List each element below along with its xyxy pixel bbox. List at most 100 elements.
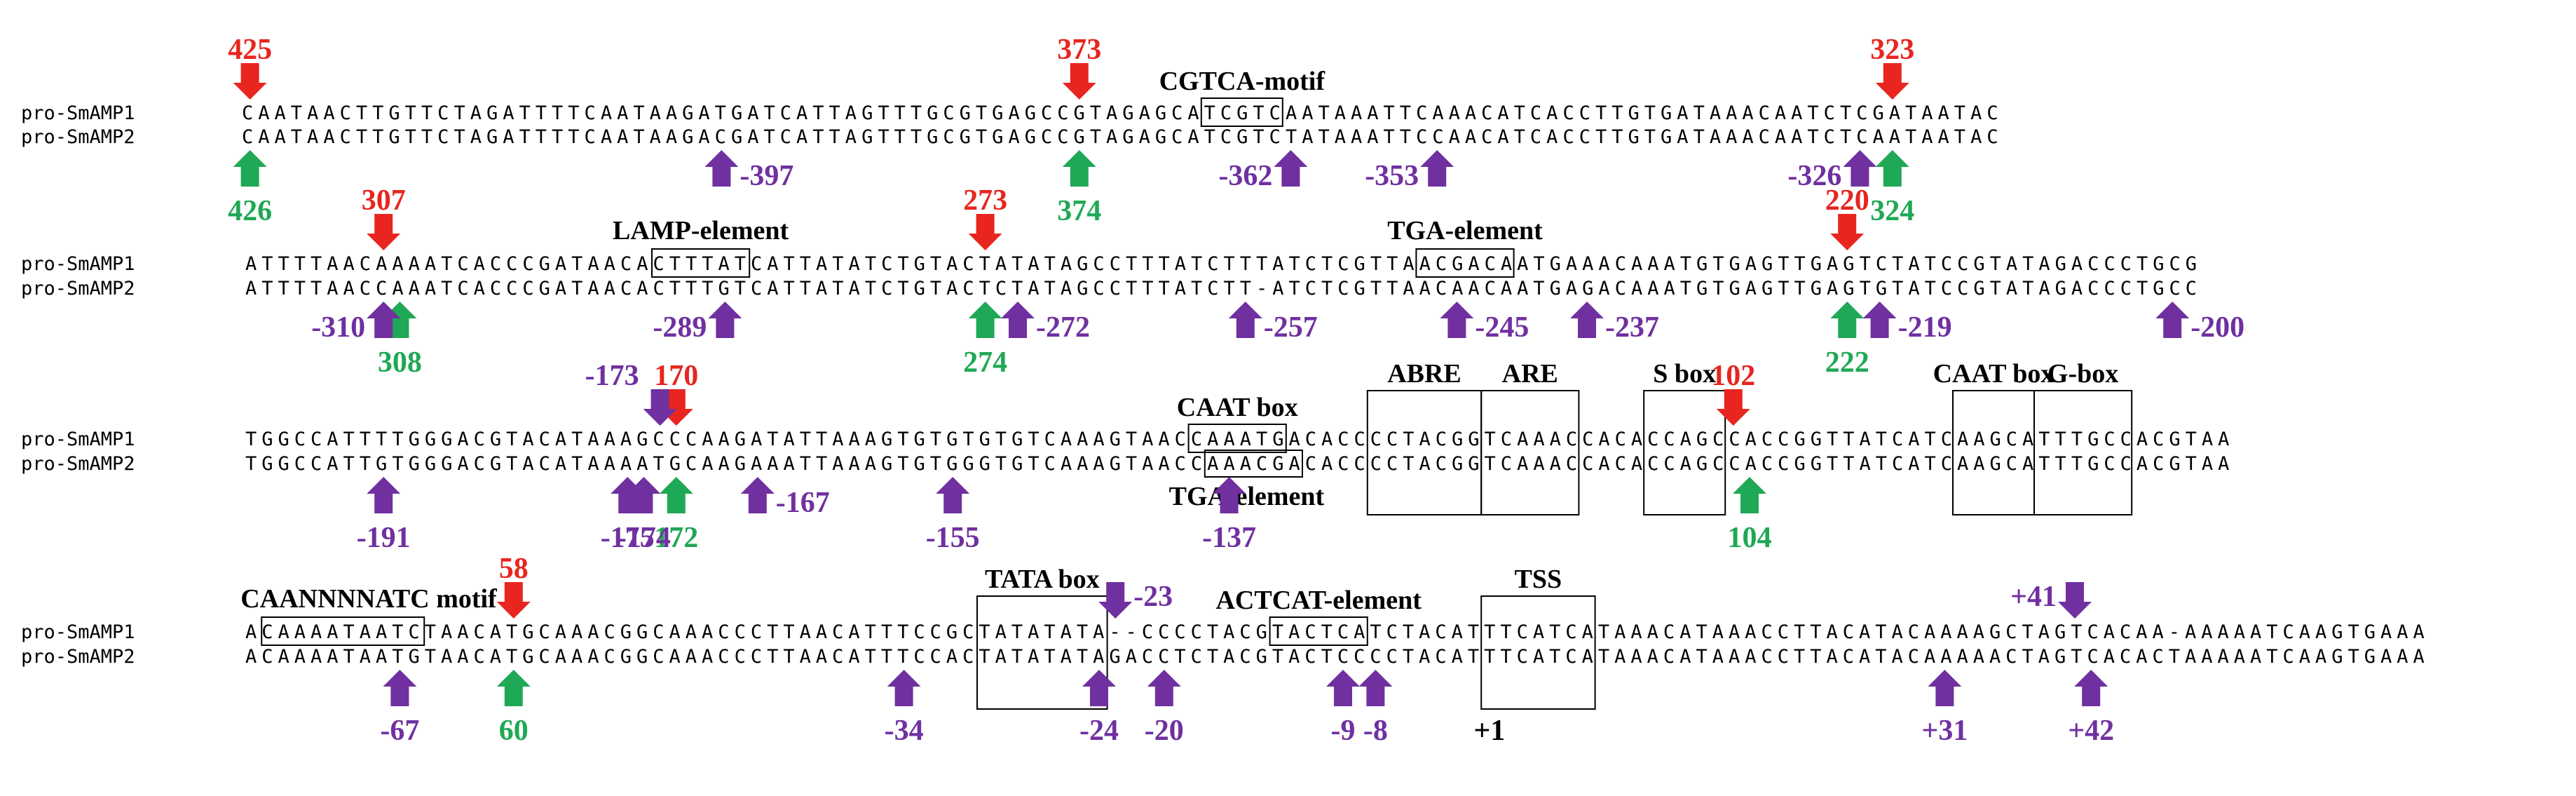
purple-position-label: -23 <box>1133 581 1173 613</box>
purple-arrow-icon <box>936 477 970 513</box>
motif-box <box>1187 424 1287 453</box>
tss-position-label: +1 <box>1473 715 1505 747</box>
purple-position-label: -155 <box>926 522 980 554</box>
purple-position-label: -175 <box>601 522 655 554</box>
green-position-label: 60 <box>499 715 529 747</box>
purple-position-label: -353 <box>1365 160 1419 192</box>
motif-label: CAAT box <box>1933 359 2054 389</box>
red-position-label: 307 <box>362 184 406 217</box>
motif-label: TATA box <box>985 565 1100 594</box>
sequence-text: TGGCCATTTTGGGACGTACATAAAGCCCAAGATATTAAAG… <box>245 429 2229 450</box>
sequence-text: ATTTTAACCAAATCACCCGATAACACTTTGTCATTATATC… <box>245 278 2197 299</box>
purple-position-label: -167 <box>776 487 830 519</box>
sequence-name-label: pro-SmAMP2 <box>21 453 135 475</box>
motif-box <box>1415 248 1515 278</box>
red-arrow-icon <box>233 63 267 100</box>
red-position-label: 373 <box>1057 34 1101 66</box>
sequence-name-label: pro-SmAMP2 <box>21 278 135 299</box>
purple-position-label: -173 <box>585 360 639 392</box>
motif-box <box>651 248 751 278</box>
sequence-text: ACAAAATAATCTAACATGCAAACGGCAAACCCTTAACATT… <box>245 621 2425 643</box>
purple-position-label: -174 <box>617 522 671 554</box>
green-arrow-icon <box>233 150 267 187</box>
green-position-label: 324 <box>1870 195 1914 227</box>
purple-position-label: +31 <box>1921 715 1968 747</box>
motif-label: ABRE <box>1387 359 1461 389</box>
red-position-label: 102 <box>1711 360 1755 392</box>
motif-label: TSS <box>1515 565 1562 594</box>
motif-box <box>2033 390 2133 515</box>
purple-arrow-icon <box>367 477 401 513</box>
purple-arrow-icon <box>708 302 742 338</box>
sequence-text: TGGCCATTGTGGGACGTACATAAAATGCAAGAAATTAAAG… <box>245 453 2229 475</box>
purple-arrow-icon <box>704 150 739 187</box>
motif-box <box>1200 97 1283 127</box>
red-arrow-icon <box>1830 214 1865 250</box>
green-arrow-icon <box>968 302 1002 338</box>
purple-arrow-icon <box>2074 670 2108 706</box>
purple-position-label: -137 <box>1202 522 1256 554</box>
purple-position-label: -257 <box>1264 311 1318 344</box>
motif-label: ACTCAT-element <box>1215 586 1422 615</box>
purple-arrow-icon <box>1001 302 1035 338</box>
sequence-text: ACAAAATAATGTAACATGCAAACGGCAAACCCTTAACATT… <box>245 646 2425 668</box>
purple-arrow-icon <box>643 389 677 426</box>
purple-position-label: -200 <box>2190 311 2244 344</box>
purple-position-label: -191 <box>357 522 411 554</box>
motif-box <box>261 616 425 646</box>
purple-position-label: -67 <box>380 715 419 747</box>
motif-label: ARE <box>1502 359 1558 389</box>
red-arrow-icon <box>1062 63 1096 100</box>
purple-position-label: -24 <box>1079 715 1119 747</box>
purple-arrow-icon <box>1843 150 1877 187</box>
green-position-label: 374 <box>1057 195 1101 227</box>
green-position-label: 426 <box>228 195 272 227</box>
purple-arrow-icon <box>1928 670 1962 706</box>
motif-box <box>1480 390 1580 515</box>
motif-label: G-box <box>2047 359 2118 389</box>
motif-box <box>976 595 1108 710</box>
purple-position-label: -219 <box>1898 311 1952 344</box>
purple-arrow-icon <box>2155 302 2190 338</box>
purple-position-label: -326 <box>1787 160 1841 192</box>
green-position-label: 308 <box>378 346 422 379</box>
red-arrow-icon <box>496 582 531 619</box>
purple-arrow-icon <box>1358 670 1393 706</box>
sequence-name-label: pro-SmAMP1 <box>21 102 135 124</box>
green-arrow-icon <box>1875 150 1909 187</box>
motif-label: TGA-element <box>1387 216 1543 245</box>
green-arrow-icon <box>659 477 693 513</box>
green-position-label: 274 <box>963 346 1007 379</box>
sequence-name-label: pro-SmAMP1 <box>21 429 135 450</box>
purple-arrow-icon <box>740 477 775 513</box>
red-position-label: 425 <box>228 34 272 66</box>
red-position-label: 273 <box>963 184 1007 217</box>
purple-position-label: -8 <box>1363 715 1388 747</box>
purple-arrow-icon <box>1326 670 1360 706</box>
purple-position-label: +41 <box>2010 581 2057 613</box>
purple-position-label: -34 <box>885 715 924 747</box>
motif-label: TGA-element <box>1169 482 1325 511</box>
sequence-name-label: pro-SmAMP2 <box>21 646 135 668</box>
purple-arrow-icon <box>1228 302 1262 338</box>
purple-position-label: -9 <box>1331 715 1356 747</box>
sequence-text: CAATAACTTGTTCTAGATTTTCAATAAGATGATCATTAGT… <box>242 102 1998 124</box>
motif-label: LAMP-element <box>613 216 789 245</box>
purple-arrow-icon <box>1420 150 1454 187</box>
motif-label: CAANNNNATC motif <box>240 584 498 614</box>
purple-arrow-icon <box>383 670 417 706</box>
purple-position-label: -310 <box>311 311 365 344</box>
purple-position-label: -245 <box>1475 311 1529 344</box>
red-position-label: 220 <box>1825 184 1869 217</box>
green-position-label: 104 <box>1728 522 1772 554</box>
sequence-name-label: pro-SmAMP1 <box>21 621 135 643</box>
purple-position-label: -289 <box>653 311 707 344</box>
red-arrow-icon <box>1875 63 1909 100</box>
purple-position-label: -272 <box>1036 311 1090 344</box>
purple-position-label: -362 <box>1218 160 1272 192</box>
motif-box <box>1204 450 1304 478</box>
green-arrow-icon <box>1830 302 1865 338</box>
green-arrow-icon <box>1062 150 1096 187</box>
